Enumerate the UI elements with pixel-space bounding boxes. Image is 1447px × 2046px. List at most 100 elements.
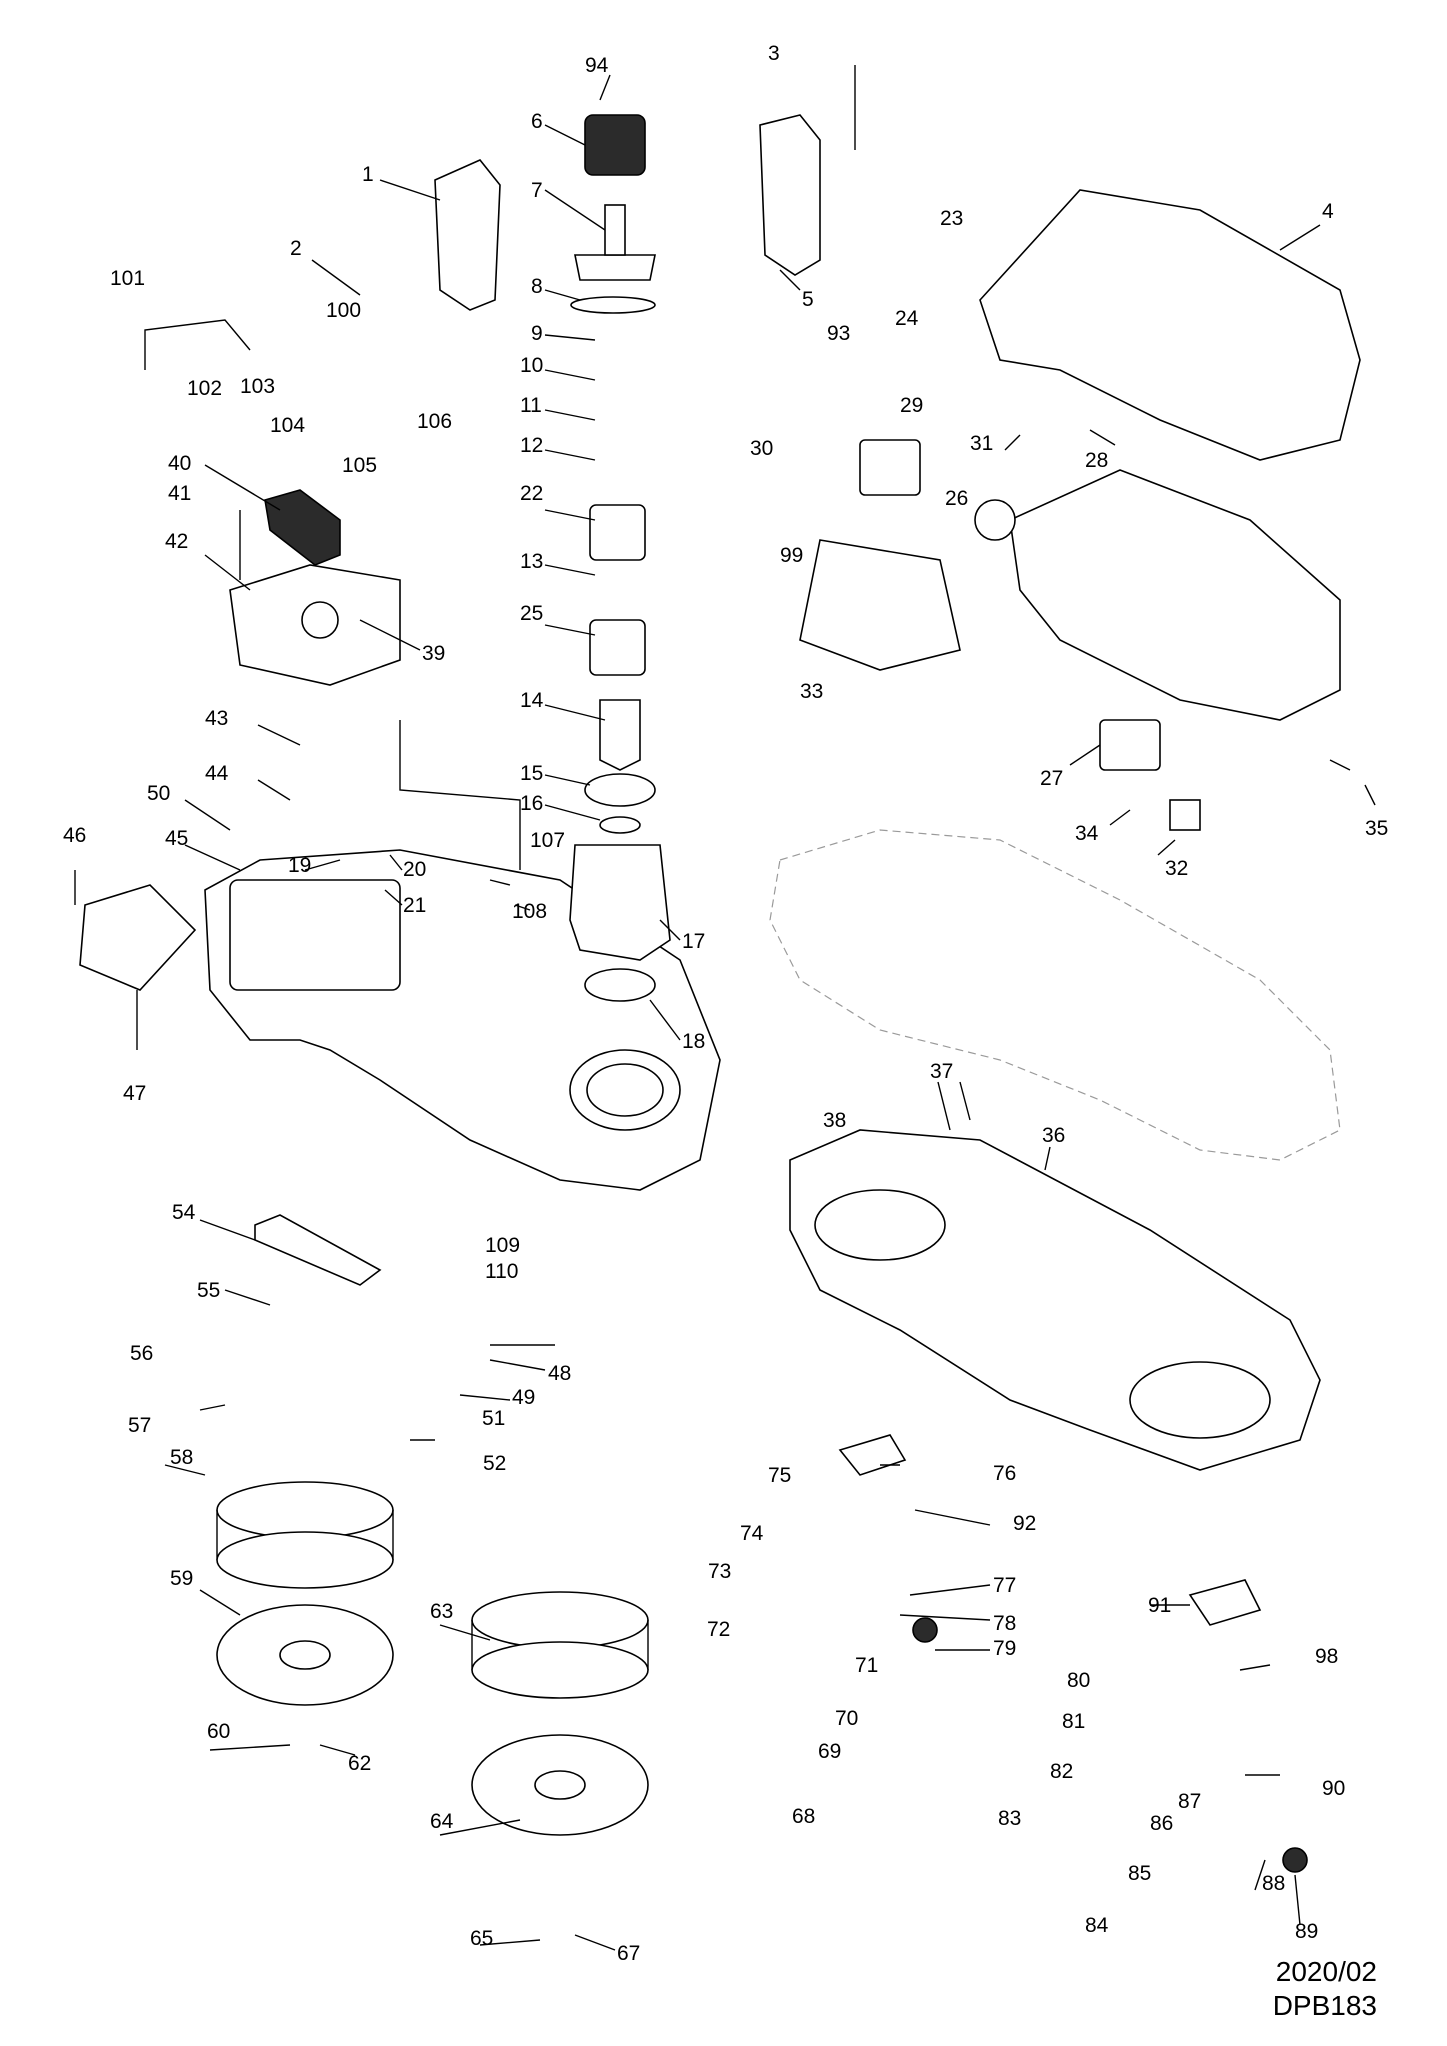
part-label: 77 [993, 1574, 1016, 1597]
part-label: 5 [802, 288, 814, 311]
part-label: 82 [1050, 1760, 1073, 1783]
part-label: 68 [792, 1805, 815, 1828]
part-label: 75 [768, 1464, 791, 1487]
part-label: 73 [708, 1560, 731, 1583]
part-label: 26 [945, 487, 968, 510]
part-label: 45 [165, 827, 188, 850]
part-label: 86 [1150, 1812, 1173, 1835]
part-label: 40 [168, 452, 191, 475]
part-label: 58 [170, 1446, 193, 1469]
part-label: 39 [422, 642, 445, 665]
part-label: 92 [1013, 1512, 1036, 1535]
model-number: DPB183 [1272, 1990, 1377, 2021]
part-label: 32 [1165, 857, 1188, 880]
part-label: 35 [1365, 817, 1388, 840]
part-label: 110 [485, 1260, 518, 1283]
part-label: 71 [855, 1654, 878, 1677]
part-label: 22 [520, 482, 543, 505]
part-label: 89 [1295, 1920, 1318, 1943]
part-label: 29 [900, 394, 923, 417]
part-label: 34 [1075, 822, 1099, 845]
part-label: 85 [1128, 1862, 1151, 1885]
part-label: 79 [993, 1637, 1016, 1660]
part-label: 104 [270, 414, 305, 437]
part-label: 57 [128, 1414, 151, 1437]
revision-date: 2020/02 [1275, 1956, 1377, 1987]
part-label: 17 [682, 930, 705, 953]
part-label: 106 [417, 410, 452, 433]
part-label: 76 [993, 1462, 1016, 1485]
part-label: 33 [800, 680, 823, 703]
part-label: 50 [147, 782, 170, 805]
part-label: 108 [512, 900, 547, 923]
part-label: 10 [520, 354, 543, 377]
part-label: 11 [520, 394, 542, 417]
part-label: 31 [970, 432, 993, 455]
part-label: 78 [993, 1612, 1016, 1635]
part-label: 74 [740, 1522, 764, 1545]
part-label: 42 [165, 530, 188, 553]
part-label: 101 [110, 267, 145, 290]
part-label: 16 [520, 792, 543, 815]
part-label: 47 [123, 1082, 146, 1105]
part-label: 37 [930, 1060, 953, 1083]
part-label: 20 [403, 858, 426, 881]
part-label: 9 [531, 322, 543, 345]
part-label: 55 [197, 1279, 220, 1302]
part-label: 36 [1042, 1124, 1065, 1147]
part-label: 14 [520, 689, 544, 712]
part-label: 94 [585, 54, 609, 77]
part-label: 102 [187, 377, 222, 400]
part-label: 38 [823, 1109, 846, 1132]
part-label: 24 [895, 307, 919, 330]
part-label: 65 [470, 1927, 493, 1950]
part-label: 3 [768, 42, 780, 65]
part-label: 54 [172, 1201, 196, 1224]
part-label: 30 [750, 437, 773, 460]
part-label: 99 [780, 544, 803, 567]
part-label: 21 [403, 894, 426, 917]
part-label: 44 [205, 762, 229, 785]
part-number-labels: 1 2 3 4 5 6 7 8 9 10 11 12 13 14 15 16 1… [63, 42, 1388, 1965]
part-label: 90 [1322, 1777, 1345, 1800]
part-label: 8 [531, 275, 543, 298]
part-label: 64 [430, 1810, 454, 1833]
part-drawings [79, 114, 1361, 1873]
part-label: 41 [168, 482, 191, 505]
part-label: 7 [531, 179, 543, 202]
part-label: 103 [240, 375, 275, 398]
part-label: 25 [520, 602, 543, 625]
part-label: 67 [617, 1942, 640, 1965]
part-label: 63 [430, 1600, 453, 1623]
part-label: 84 [1085, 1914, 1109, 1937]
part-label: 56 [130, 1342, 153, 1365]
part-label: 107 [530, 829, 565, 852]
part-label: 98 [1315, 1645, 1338, 1668]
part-label: 23 [940, 207, 963, 230]
part-label: 1 [362, 163, 374, 186]
part-label: 51 [482, 1407, 505, 1430]
part-label: 28 [1085, 449, 1108, 472]
part-label: 19 [288, 854, 311, 877]
part-label: 80 [1067, 1669, 1090, 1692]
part-label: 43 [205, 707, 228, 730]
part-label: 49 [512, 1386, 535, 1409]
part-label: 2 [290, 237, 302, 260]
part-label: 62 [348, 1752, 371, 1775]
part-label: 109 [485, 1234, 520, 1257]
part-label: 46 [63, 824, 86, 847]
part-label: 81 [1062, 1710, 1085, 1733]
part-label: 18 [682, 1030, 705, 1053]
part-label: 59 [170, 1567, 193, 1590]
part-label: 87 [1178, 1790, 1201, 1813]
part-label: 4 [1322, 200, 1334, 223]
part-label: 27 [1040, 767, 1063, 790]
part-label: 15 [520, 762, 543, 785]
part-label: 52 [483, 1452, 506, 1475]
part-label: 6 [531, 110, 543, 133]
part-label: 100 [326, 299, 361, 322]
part-label: 88 [1262, 1872, 1285, 1895]
part-label: 93 [827, 322, 850, 345]
part-label: 69 [818, 1740, 841, 1763]
